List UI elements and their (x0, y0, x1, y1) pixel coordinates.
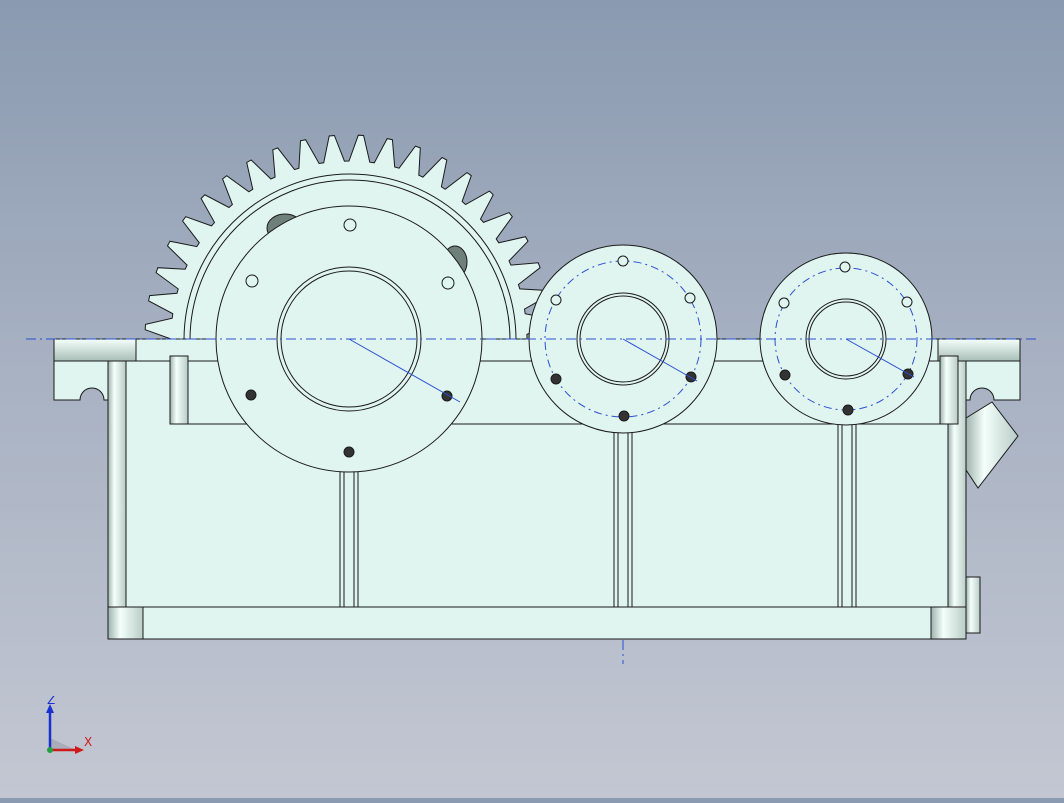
origin-icon (47, 747, 53, 753)
x-axis-label: X (84, 735, 92, 749)
axis-triad[interactable]: Z X (38, 696, 108, 766)
centerlines (26, 338, 1040, 664)
lifting-lug-left (53, 360, 109, 401)
z-axis-label: Z (47, 696, 55, 707)
bearing-cover-middle[interactable] (528, 244, 718, 434)
drain-plug (965, 576, 981, 634)
lifting-lug-right (965, 360, 1021, 401)
oil-dipstick (965, 401, 1019, 489)
